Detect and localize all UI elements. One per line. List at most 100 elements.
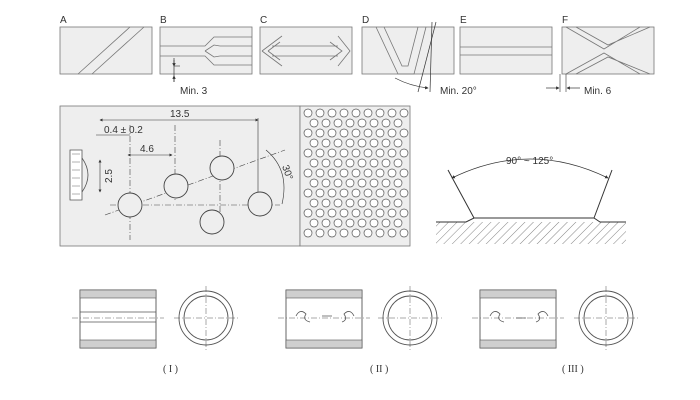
dimple xyxy=(369,198,379,208)
dimple xyxy=(345,178,355,188)
dimple xyxy=(375,208,385,218)
pattern-label-a: A xyxy=(60,15,67,26)
groove-pattern-d: D Min. 20° xyxy=(361,15,477,97)
dimple xyxy=(327,148,337,158)
bushing-variant-3: ( III ) xyxy=(472,286,638,375)
dimple xyxy=(303,208,313,218)
dimple xyxy=(399,128,409,138)
dimple xyxy=(399,228,409,238)
dimple xyxy=(351,108,361,118)
dimple xyxy=(351,188,361,198)
dimple xyxy=(399,208,409,218)
dimple xyxy=(351,208,361,218)
dimple xyxy=(381,178,391,188)
dimple xyxy=(345,138,355,148)
dimple xyxy=(345,218,355,228)
dimple xyxy=(339,168,349,178)
dimple xyxy=(345,118,355,128)
dimple xyxy=(333,118,343,128)
dimple xyxy=(375,148,385,158)
dimple xyxy=(309,118,319,128)
dimple xyxy=(381,158,391,168)
dimple xyxy=(387,228,397,238)
caption-variant-2: ( II ) xyxy=(370,364,388,375)
dimple xyxy=(315,228,325,238)
dimple xyxy=(381,118,391,128)
dimple xyxy=(363,228,373,238)
dimple xyxy=(327,168,337,178)
dimple xyxy=(345,158,355,168)
dimple xyxy=(357,198,367,208)
dimple xyxy=(321,158,331,168)
dimple xyxy=(369,158,379,168)
dimple xyxy=(315,208,325,218)
dim-offset: 0.4 ± 0.2 xyxy=(104,125,143,136)
dimension-min-20: Min. 20° xyxy=(440,86,477,97)
dimple xyxy=(327,128,337,138)
dimple xyxy=(315,128,325,138)
dimple xyxy=(375,128,385,138)
pattern-label-e: E xyxy=(460,15,467,26)
hole-pattern-detail: 13.5 0.4 ± 0.2 4.6 2.5 30° xyxy=(59,105,301,247)
dimple xyxy=(309,198,319,208)
dimple xyxy=(399,188,409,198)
dimple xyxy=(321,178,331,188)
dimple xyxy=(321,218,331,228)
dimple xyxy=(327,108,337,118)
groove-pattern-f: F Min. 6 xyxy=(546,15,655,97)
dimple xyxy=(339,108,349,118)
dimple xyxy=(393,178,403,188)
dimple xyxy=(375,188,385,198)
dimple xyxy=(393,118,403,128)
dimple xyxy=(369,138,379,148)
groove-pattern-a: A xyxy=(59,15,153,75)
dimple xyxy=(303,148,313,158)
dimple xyxy=(345,198,355,208)
dimple xyxy=(363,108,373,118)
dimple xyxy=(309,158,319,168)
dimple xyxy=(357,218,367,228)
dimple xyxy=(315,108,325,118)
dimple xyxy=(303,168,313,178)
dimple xyxy=(399,148,409,158)
dimple xyxy=(357,118,367,128)
dimple xyxy=(351,128,361,138)
dimple xyxy=(339,128,349,138)
dimple xyxy=(327,228,337,238)
dimple xyxy=(363,168,373,178)
dim-angle: 30° xyxy=(279,164,295,182)
dimple xyxy=(393,138,403,148)
dimple xyxy=(339,228,349,238)
dimple xyxy=(387,188,397,198)
caption-variant-3: ( III ) xyxy=(562,364,584,375)
angle-range: 90° ~ 125° xyxy=(506,156,553,167)
dimple xyxy=(315,148,325,158)
dimple xyxy=(387,168,397,178)
dimple xyxy=(339,188,349,198)
caption-variant-1: ( I ) xyxy=(163,364,178,375)
dimple xyxy=(399,168,409,178)
dimple xyxy=(363,148,373,158)
dimple xyxy=(369,118,379,128)
dimple xyxy=(381,198,391,208)
dimple xyxy=(327,208,337,218)
dimple xyxy=(321,138,331,148)
dimple xyxy=(339,208,349,218)
dimple xyxy=(339,148,349,158)
dimple xyxy=(357,158,367,168)
dimension-min-3: Min. 3 xyxy=(180,86,208,97)
dimple xyxy=(303,188,313,198)
dimple xyxy=(303,108,313,118)
dimple xyxy=(399,108,409,118)
dimple xyxy=(321,118,331,128)
dimple xyxy=(333,198,343,208)
groove-pattern-e: E xyxy=(459,15,553,75)
groove-profile: 90° ~ 125° xyxy=(436,156,626,244)
dimple-pattern xyxy=(303,108,409,238)
dimple xyxy=(393,158,403,168)
dimple xyxy=(387,208,397,218)
dimple xyxy=(351,228,361,238)
dimple xyxy=(393,218,403,228)
dimple xyxy=(387,108,397,118)
